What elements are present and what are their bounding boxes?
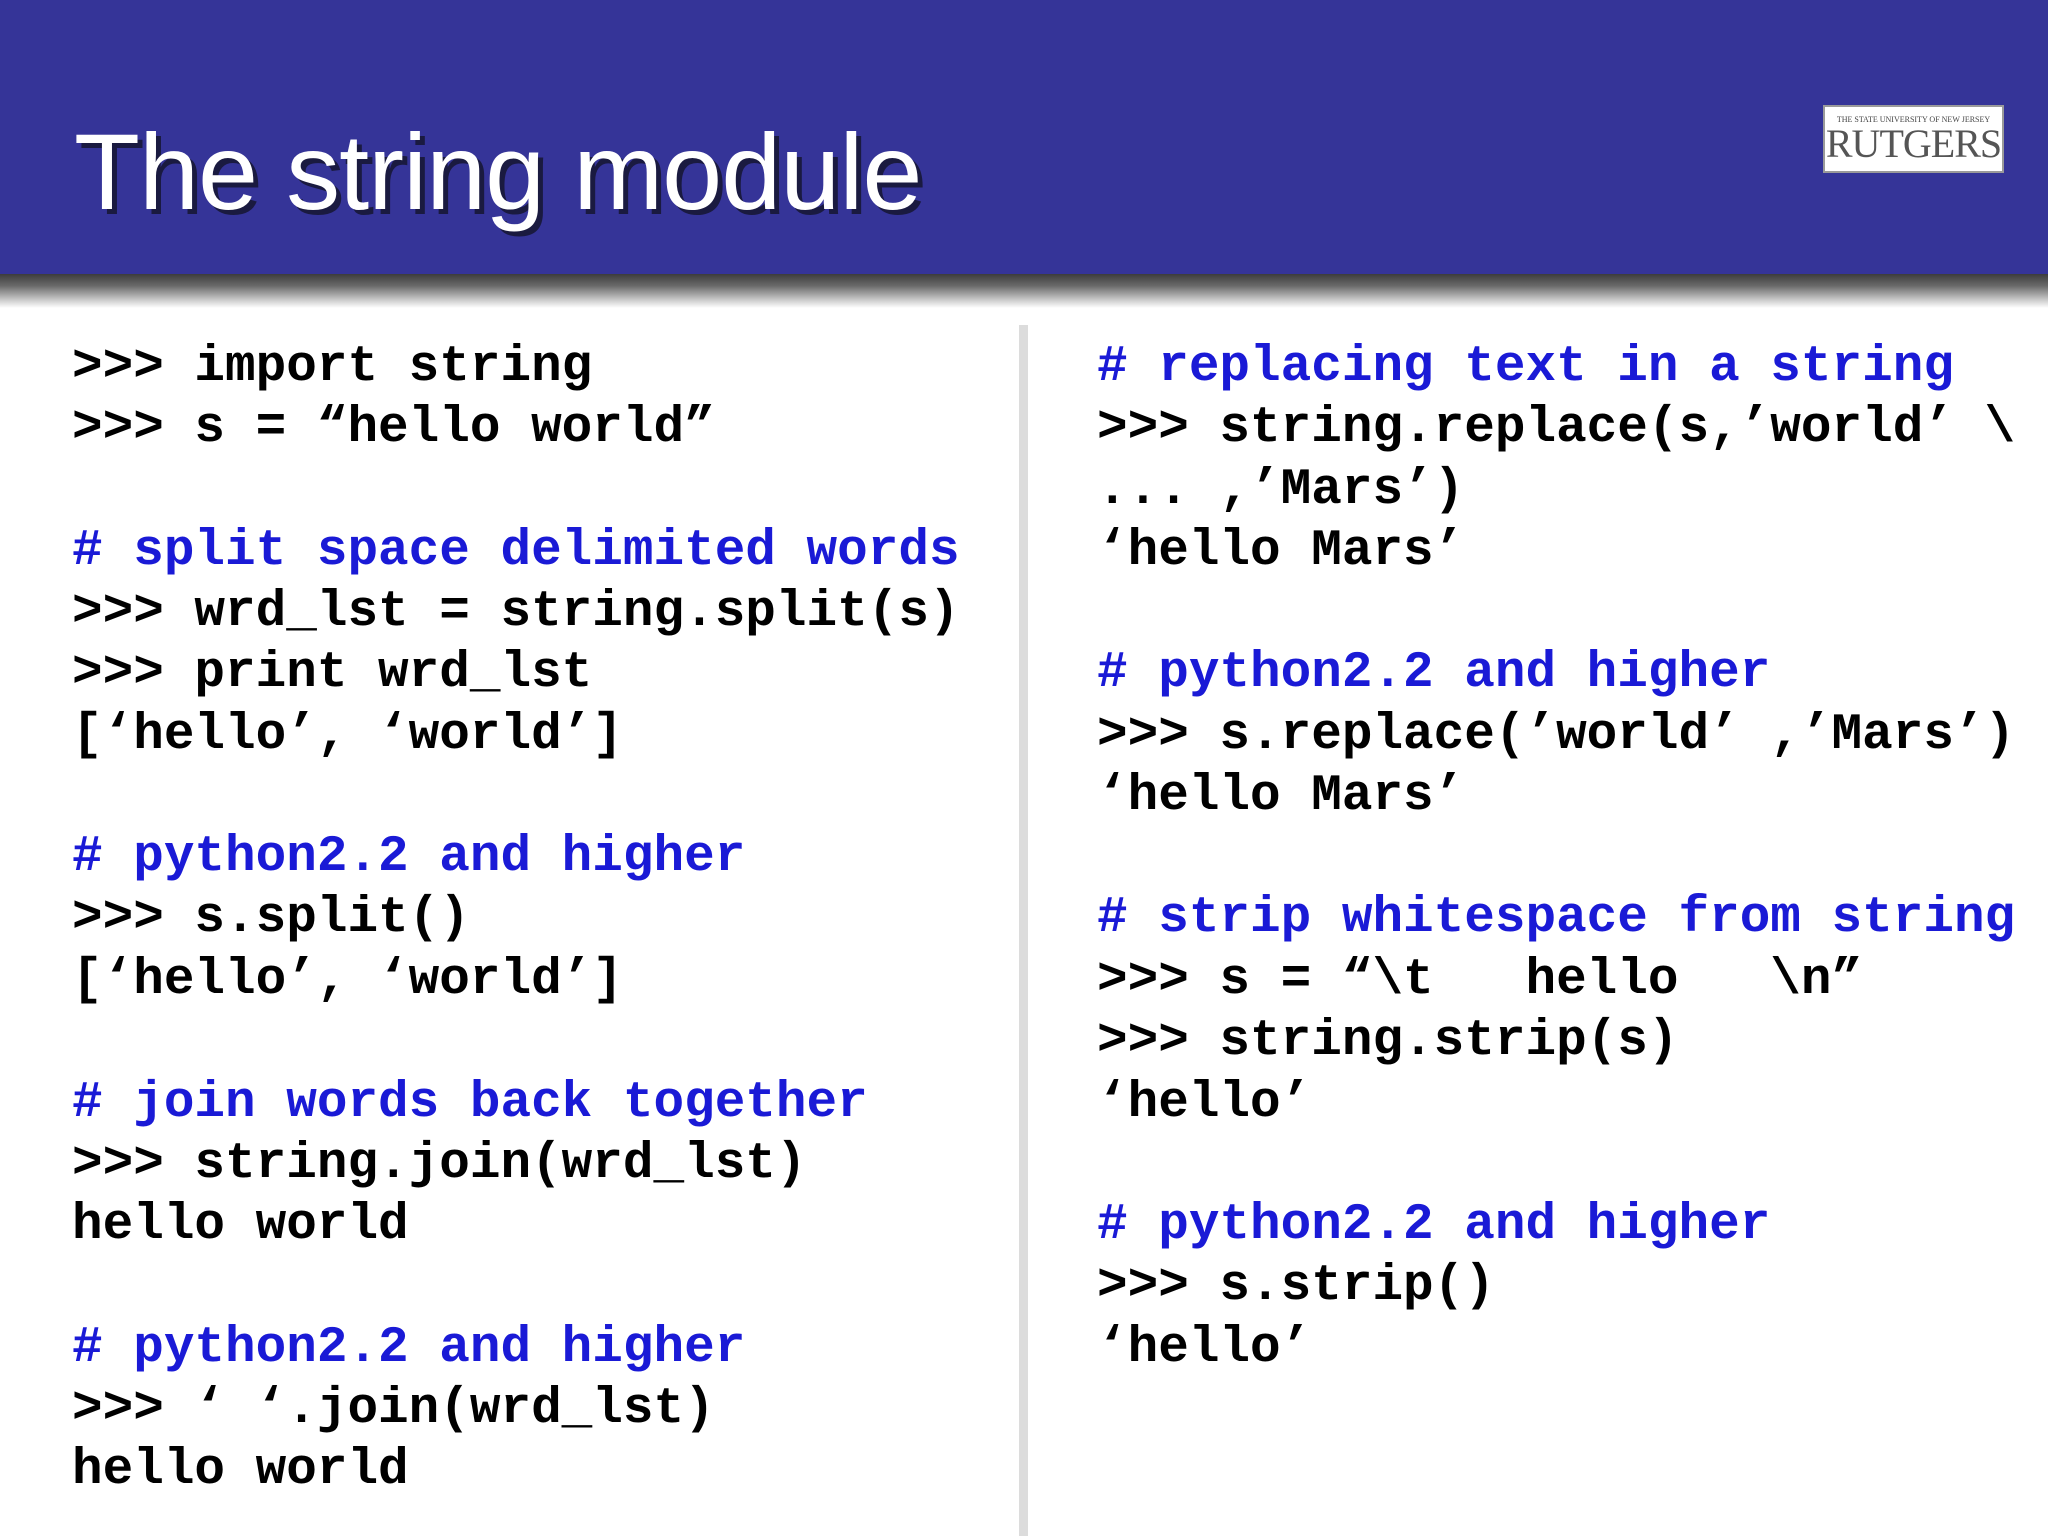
output-line: [‘hello’, ‘world’] <box>72 952 623 1009</box>
rutgers-logo: The State University of New Jersey RUTGE… <box>1823 105 2004 173</box>
comment-line: # python2.2 and higher <box>1097 645 1771 702</box>
comment-line: # python2.2 and higher <box>1097 1197 1771 1254</box>
slide-title: The string module <box>74 111 922 232</box>
comment-line: # strip whitespace from string <box>1097 890 2016 947</box>
code-line: >>> s.split() <box>72 890 470 947</box>
output-line: hello world <box>72 1442 409 1499</box>
code-line: ... ,’Mars’) <box>1097 462 1465 519</box>
code-line: >>> wrd_lst = string.split(s) <box>72 584 960 641</box>
slide-header <box>0 0 2048 274</box>
logo-tagline: The State University of New Jersey <box>1836 115 1991 124</box>
logo-wordmark: RUTGERS <box>1825 121 2002 166</box>
comment-line: # split space delimited words <box>72 523 960 580</box>
output-line: [‘hello’, ‘world’] <box>72 707 623 764</box>
output-line: ‘hello’ <box>1097 1320 1312 1377</box>
code-line: >>> print wrd_lst <box>72 645 593 702</box>
comment-line: # join words back together <box>72 1075 868 1132</box>
code-line: >>> s = “hello world” <box>72 400 715 457</box>
comment-line: # python2.2 and higher <box>72 1320 746 1377</box>
code-line: >>> string.strip(s) <box>1097 1013 1679 1070</box>
column-divider <box>1019 325 1028 1536</box>
code-line: >>> string.replace(s,’world’ \ <box>1097 400 2016 457</box>
code-line: >>> s.strip() <box>1097 1258 1495 1315</box>
code-line: >>> string.join(wrd_lst) <box>72 1136 807 1193</box>
output-line: hello world <box>72 1197 409 1254</box>
code-line: >>> s = “\t hello \n” <box>1097 952 1863 1009</box>
output-line: ‘hello’ <box>1097 1075 1312 1132</box>
output-line: ‘hello Mars’ <box>1097 523 1465 580</box>
code-line: >>> import string <box>72 339 593 396</box>
comment-line: # python2.2 and higher <box>72 829 746 886</box>
comment-line: # replacing text in a string <box>1097 339 1954 396</box>
output-line: ‘hello Mars’ <box>1097 768 1465 825</box>
code-line: >>> ‘ ‘.join(wrd_lst) <box>72 1381 715 1438</box>
header-shadow <box>0 274 2048 308</box>
code-line: >>> s.replace(’world’ ,’Mars’) <box>1097 707 2016 764</box>
